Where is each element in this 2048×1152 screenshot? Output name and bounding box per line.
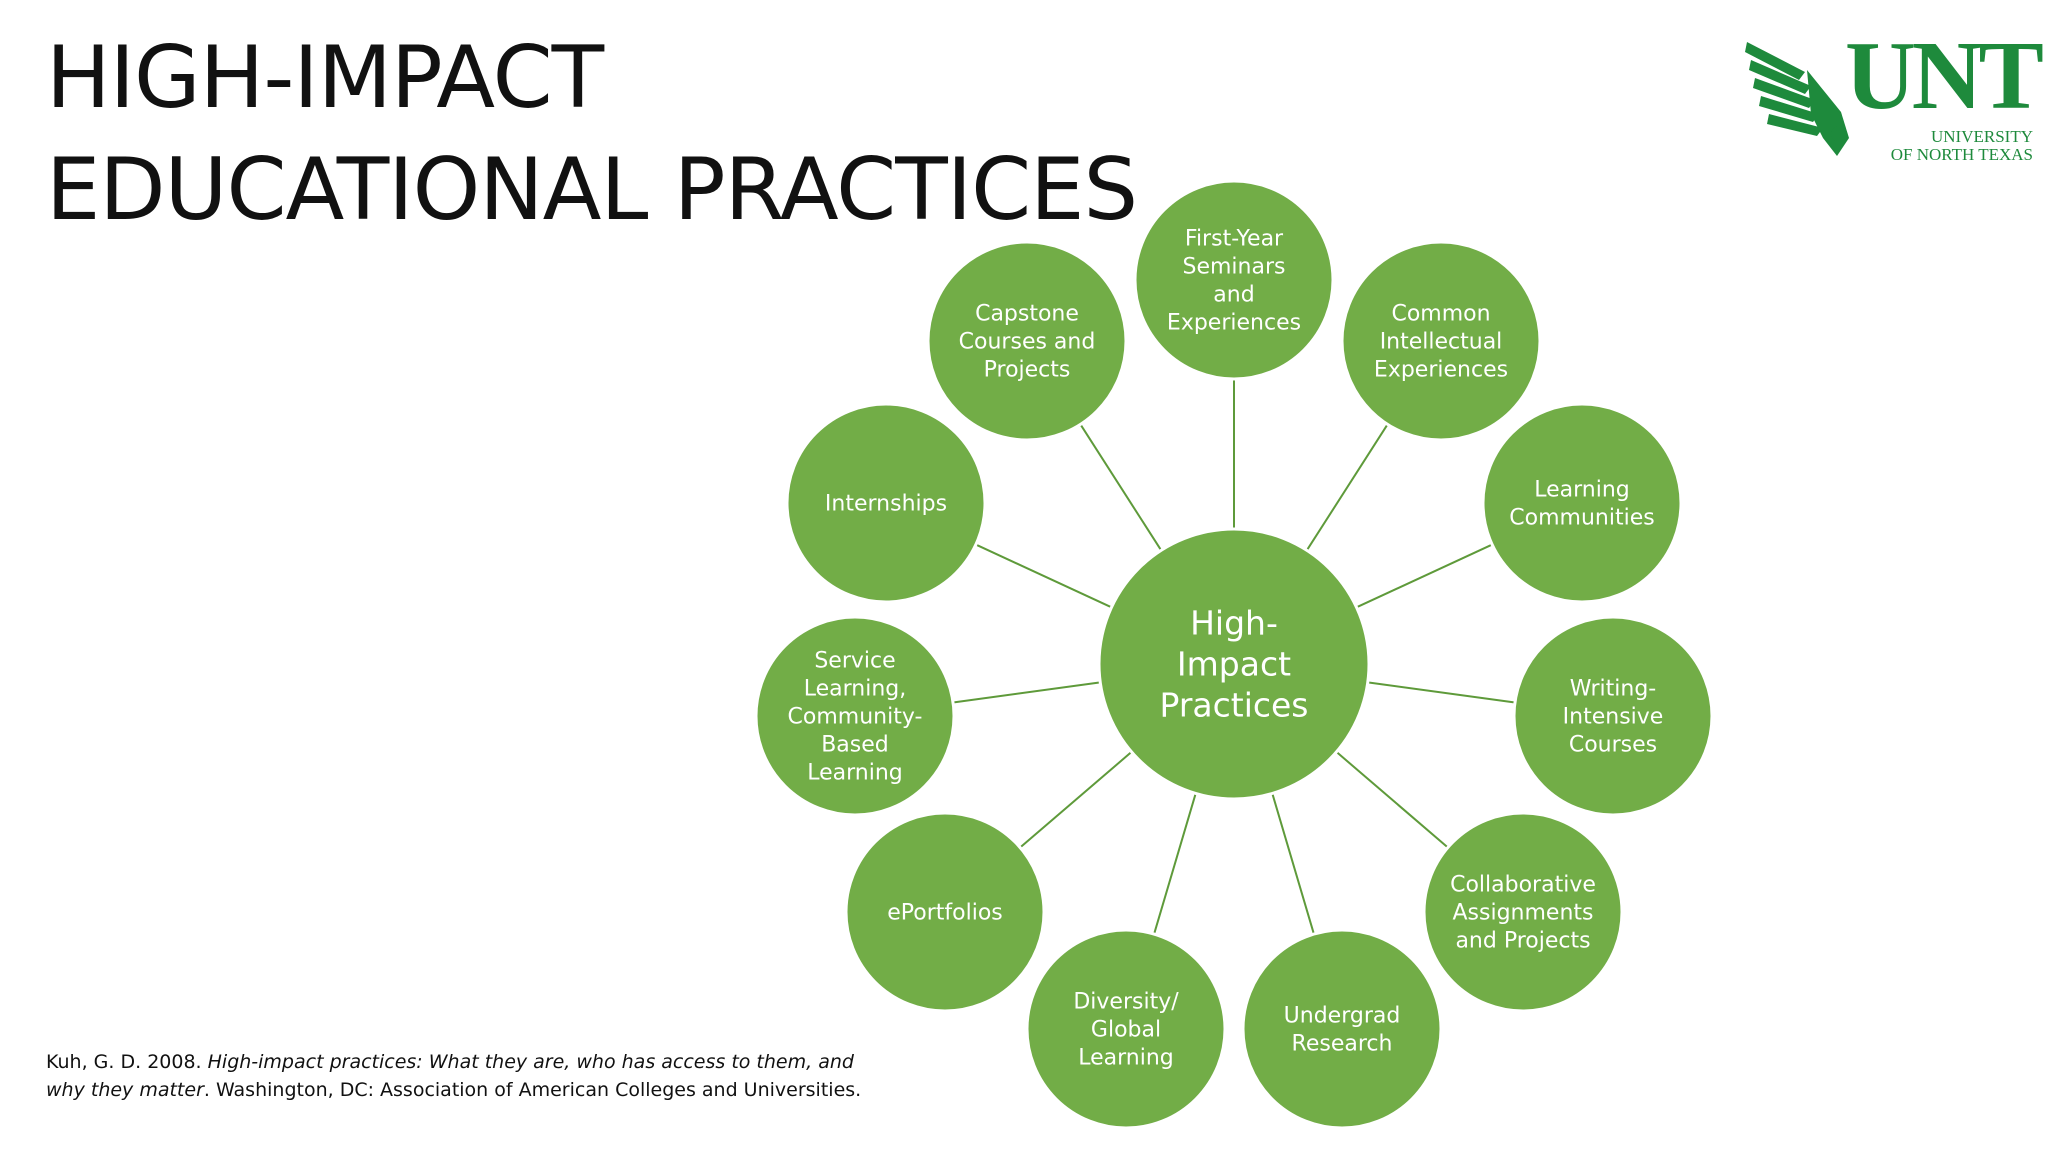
connector-learning-communities — [1356, 543, 1493, 609]
connector-writing-intensive — [1367, 681, 1516, 704]
node-label-service-learning-line: Service — [814, 649, 895, 674]
unt-subtitle: UNIVERSITY OF NORTH TEXAS — [1845, 128, 2033, 164]
node-label-internships-line: Internships — [825, 492, 947, 517]
node-circle-capstone-courses — [926, 240, 1128, 442]
center-node-circle — [1097, 527, 1371, 801]
node-label-common-intellectual-line: Common — [1391, 302, 1490, 327]
node-label-common-intellectual-line: Experiences — [1374, 358, 1508, 383]
citation-publisher: . Washington, DC: Association of America… — [203, 1079, 862, 1101]
node-label-writing-intensive-line: Writing- — [1570, 677, 1657, 702]
node-label-undergrad-research-line: Undergrad — [1284, 1004, 1401, 1029]
node-circle-undergrad-research — [1241, 928, 1443, 1130]
center-node-label-line: Impact — [1177, 645, 1291, 684]
node-label-learning-communities-line: Communities — [1509, 506, 1654, 531]
node-internships: Internships — [785, 402, 987, 604]
node-label-service-learning-line: Learning, — [804, 677, 907, 702]
node-circle-learning-communities — [1481, 402, 1683, 604]
node-label-first-year-seminars-line: First-Year — [1185, 227, 1284, 252]
node-label-service-learning-line: Learning — [807, 761, 903, 786]
node-circle-internships — [785, 402, 987, 604]
center-node-label-line: Practices — [1160, 686, 1309, 725]
citation: Kuh, G. D. 2008. High-impact practices: … — [46, 1048, 866, 1104]
node-label-service-learning-line: Community- — [788, 705, 923, 730]
citation-title: High-impact practices: What they are, wh… — [46, 1051, 854, 1101]
citation-author: Kuh, G. D. 2008. — [46, 1051, 208, 1073]
node-circle-common-intellectual — [1340, 240, 1542, 442]
node-label-capstone-courses-line: Projects — [984, 358, 1071, 383]
node-label-diversity-global-line: Global — [1091, 1018, 1161, 1043]
node-circle-service-learning — [754, 615, 956, 817]
node-label-first-year-seminars-line: Experiences — [1167, 311, 1301, 336]
node-label-capstone-courses-line: Capstone — [975, 302, 1079, 327]
node-circle-collaborative-assignments — [1422, 811, 1624, 1013]
connector-eportfolios — [1019, 751, 1133, 849]
connector-capstone-courses — [1079, 423, 1162, 551]
node-label-internships: Internships — [825, 492, 947, 517]
node-eportfolios: ePortfolios — [844, 811, 1046, 1013]
connector-internships — [975, 543, 1112, 609]
connector-undergrad-research — [1271, 793, 1315, 935]
node-circle-eportfolios — [844, 811, 1046, 1013]
node-circle-diversity-global — [1025, 928, 1227, 1130]
slide-title-line-2: EDUCATIONAL PRACTICES — [46, 140, 1138, 240]
node-label-diversity-global-line: Diversity/ — [1073, 990, 1179, 1015]
node-label-service-learning-line: Based — [821, 733, 889, 758]
unt-wordmark: UNT — [1845, 22, 2044, 130]
node-label-capstone-courses-line: Courses and — [959, 330, 1096, 355]
unt-subtitle-line-2: OF NORTH TEXAS — [1890, 145, 2033, 164]
center-node-label-line: High- — [1190, 604, 1278, 643]
node-label-first-year-seminars-line: and — [1213, 283, 1254, 308]
slide-title: HIGH-IMPACT EDUCATIONAL PRACTICES — [46, 22, 1138, 246]
connector-common-intellectual — [1306, 423, 1389, 551]
unt-logo: UNT UNIVERSITY OF NORTH TEXAS — [1745, 22, 2044, 164]
node-circle-writing-intensive — [1512, 615, 1714, 817]
connector-diversity-global — [1153, 793, 1197, 935]
connector-collaborative-assignments — [1335, 751, 1449, 849]
node-label-first-year-seminars-line: Seminars — [1183, 255, 1286, 280]
node-label-common-intellectual-line: Intellectual — [1380, 330, 1503, 355]
node-label-eportfolios: ePortfolios — [887, 901, 1003, 926]
node-label-writing-intensive-line: Intensive — [1563, 705, 1664, 730]
node-label-writing-intensive-line: Courses — [1569, 733, 1657, 758]
connector-service-learning — [952, 681, 1101, 704]
eagle-icon — [1745, 42, 1849, 156]
node-label-collaborative-assignments-line: Assignments — [1453, 901, 1594, 926]
node-label-diversity-global-line: Learning — [1078, 1046, 1174, 1071]
node-label-undergrad-research-line: Research — [1292, 1032, 1393, 1057]
unt-subtitle-line-1: UNIVERSITY — [1931, 127, 2033, 146]
node-label-collaborative-assignments-line: and Projects — [1455, 929, 1590, 954]
node-label-learning-communities-line: Learning — [1534, 478, 1630, 503]
node-label-collaborative-assignments-line: Collaborative — [1450, 873, 1596, 898]
node-label-eportfolios-line: ePortfolios — [887, 901, 1003, 926]
slide-title-line-1: HIGH-IMPACT — [46, 28, 604, 128]
node-circle-first-year-seminars — [1133, 179, 1335, 381]
